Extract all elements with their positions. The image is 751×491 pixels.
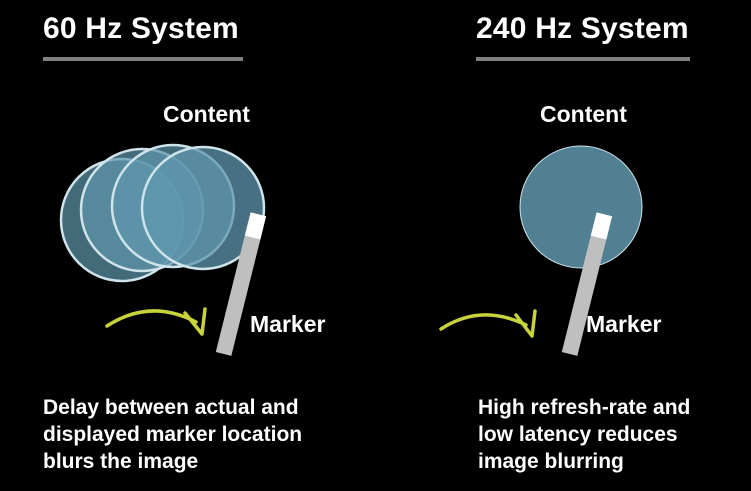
illustration-60hz	[59, 143, 267, 356]
marker-label-60hz: Marker	[250, 311, 326, 337]
content-circle	[519, 145, 643, 269]
caption-line: displayed marker location	[43, 423, 303, 446]
marker-tip	[244, 212, 267, 240]
caption-line: image blurring	[478, 450, 624, 473]
motion-arrowhead-60hz	[183, 307, 207, 336]
panel-60hz: 60 Hz System Content Marker Delay betwee…	[0, 0, 375, 491]
illustration-240hz	[439, 145, 643, 356]
motion-arrow-60hz	[105, 309, 198, 328]
content-label-60hz: Content	[163, 101, 250, 127]
marker-body	[561, 222, 610, 356]
marker-body	[215, 222, 264, 356]
content-circle-current	[140, 145, 266, 271]
title-underline-240hz	[476, 57, 690, 61]
caption-line: High refresh-rate and	[478, 396, 691, 419]
marker-tip	[590, 212, 613, 240]
marker-pen-60hz	[215, 212, 267, 356]
motion-arrow-240hz	[439, 313, 528, 331]
title-240hz: 240 Hz System	[476, 12, 689, 45]
content-label-240hz: Content	[540, 101, 627, 127]
marker-pen-240hz	[561, 212, 613, 356]
caption-240hz: High refresh-rate and low latency reduce…	[478, 394, 690, 475]
marker-label-240hz: Marker	[586, 311, 662, 337]
title-60hz: 60 Hz System	[43, 12, 239, 45]
motion-arrowhead-240hz	[514, 309, 537, 338]
title-underline-60hz	[43, 57, 243, 61]
panel-240hz: 240 Hz System Content Marker High refres…	[376, 0, 751, 491]
caption-60hz: Delay between actual and displayed marke…	[43, 394, 302, 475]
caption-line: low latency reduces	[478, 423, 678, 446]
blurred-content-circles	[59, 143, 266, 283]
caption-line: blurs the image	[43, 450, 199, 473]
caption-line: Delay between actual and	[43, 396, 299, 419]
